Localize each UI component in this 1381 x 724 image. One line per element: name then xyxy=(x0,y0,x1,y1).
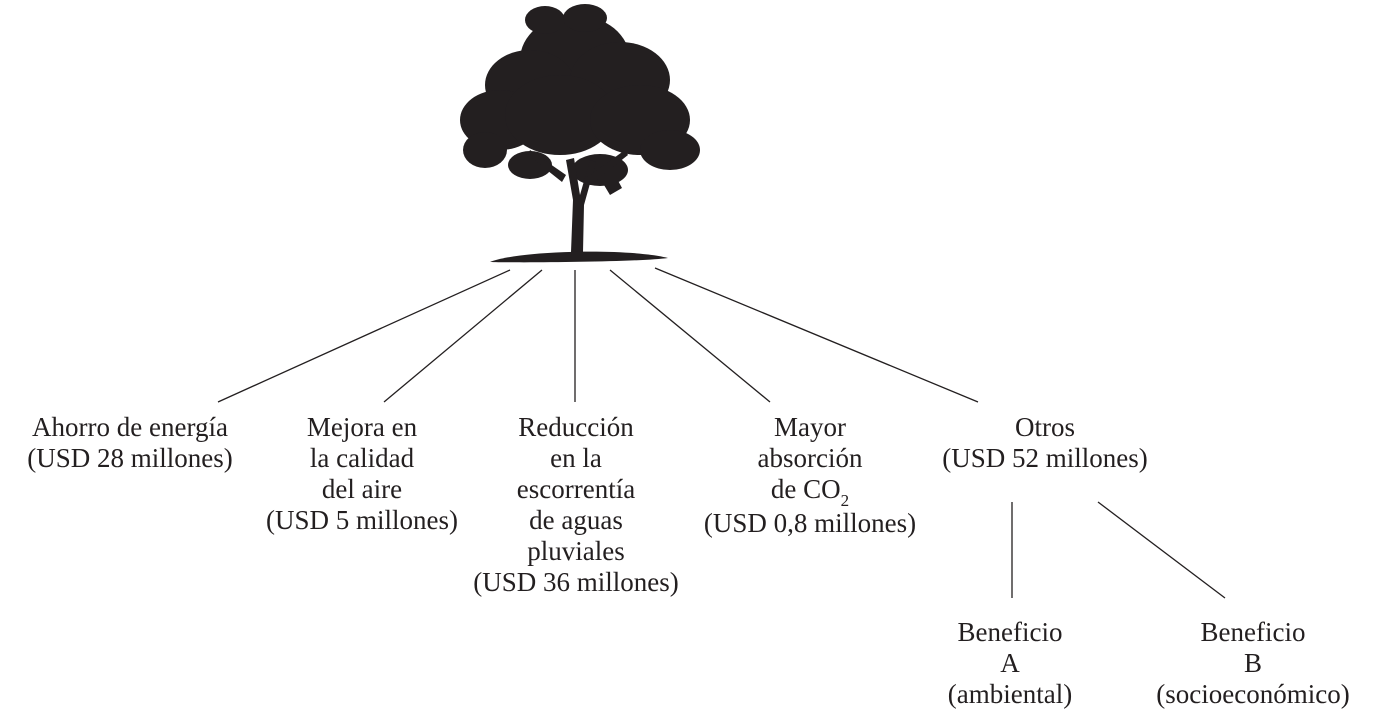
edge-energy xyxy=(217,269,511,403)
node-label: en la xyxy=(550,443,602,473)
edge-co2 xyxy=(609,269,771,403)
node-label: Mayor xyxy=(774,412,846,442)
node-label: Beneficio xyxy=(1200,617,1306,647)
node-value: (USD 0,8 millones) xyxy=(703,508,917,538)
node-label: Beneficio xyxy=(957,617,1063,647)
node-label: del aire xyxy=(321,474,403,504)
node-air-quality: Mejora en la calidad del aire (USD 5 mil… xyxy=(244,412,480,536)
node-energy-savings: Ahorro de energía (USD 28 millones) xyxy=(5,412,255,474)
node-label: absorción xyxy=(757,443,863,473)
node-label: de CO2 xyxy=(680,474,940,510)
node-value: (USD 5 millones) xyxy=(266,505,458,535)
node-label: (socioeconómico) xyxy=(1156,679,1350,709)
node-value: (USD 36 millones) xyxy=(473,567,679,597)
node-label: Ahorro de energía xyxy=(32,412,228,442)
node-co2-absorption: Mayor absorción de CO2 (USD 0,8 millones… xyxy=(680,412,940,539)
node-label: B xyxy=(1243,648,1262,678)
node-label: A xyxy=(1000,648,1020,678)
node-value: (USD 28 millones) xyxy=(27,443,233,473)
node-benefit-b: Beneficio B (socioeconómico) xyxy=(1128,617,1378,710)
node-label: de aguas xyxy=(529,505,623,535)
co2-prefix: de CO xyxy=(770,474,841,504)
node-label: escorrentía xyxy=(516,474,636,504)
node-label: (ambiental) xyxy=(947,679,1073,709)
node-others: Otros (USD 52 millones) xyxy=(920,412,1170,474)
edge-benefit-b xyxy=(1097,501,1226,599)
node-label: la calidad xyxy=(309,443,415,473)
tree-icon xyxy=(460,4,700,263)
node-label: pluviales xyxy=(527,536,625,566)
node-label: Reducción xyxy=(518,412,634,442)
connector-lines xyxy=(217,267,1226,599)
node-stormwater-runoff: Reducción en la escorrentía de aguas plu… xyxy=(452,412,700,598)
node-benefit-a: Beneficio A (ambiental) xyxy=(930,617,1090,710)
node-label: Otros xyxy=(1015,412,1075,442)
node-value: (USD 52 millones) xyxy=(942,443,1148,473)
co2-subscript: 2 xyxy=(840,491,850,510)
edge-air xyxy=(383,269,543,403)
edge-others xyxy=(654,267,979,403)
node-label: Mejora en xyxy=(306,412,418,442)
